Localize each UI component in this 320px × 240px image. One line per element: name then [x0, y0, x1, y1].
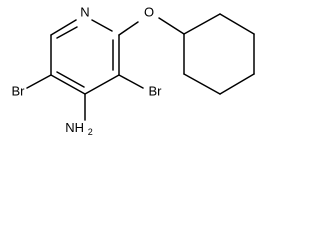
bond-c2-o: [118, 21, 139, 36]
bond-n-c2: [91, 19, 113, 32]
amine-label: NH 2: [65, 120, 92, 137]
bond-c4-c5-double: [56, 71, 85, 88]
oxygen-label: O: [144, 4, 154, 19]
bond-c5-br: [26, 74, 52, 89]
bromine-left-label: Br: [12, 83, 26, 98]
chemical-structure-drawing: N O Br Br NH 2: [12, 4, 255, 137]
cyclohexane-bond-5: [183, 73, 221, 95]
bond-c6-n-double: [56, 26, 78, 39]
amine-main-text: NH: [65, 120, 84, 135]
bond-c3-br: [118, 74, 144, 89]
bond-c3-c4: [84, 74, 120, 95]
cyclohexane-bond-1: [183, 13, 221, 35]
bond-c6-n: [50, 19, 77, 36]
amine-subscript: 2: [88, 127, 93, 137]
cyclohexane-bond-2: [219, 13, 255, 35]
bond-o-cyclohexyl: [158, 17, 185, 35]
bond-c4-c5: [50, 74, 86, 95]
nitrogen-label: N: [80, 4, 89, 19]
bromine-right-label: Br: [149, 83, 163, 98]
cyclohexane-bond-4: [219, 73, 255, 95]
